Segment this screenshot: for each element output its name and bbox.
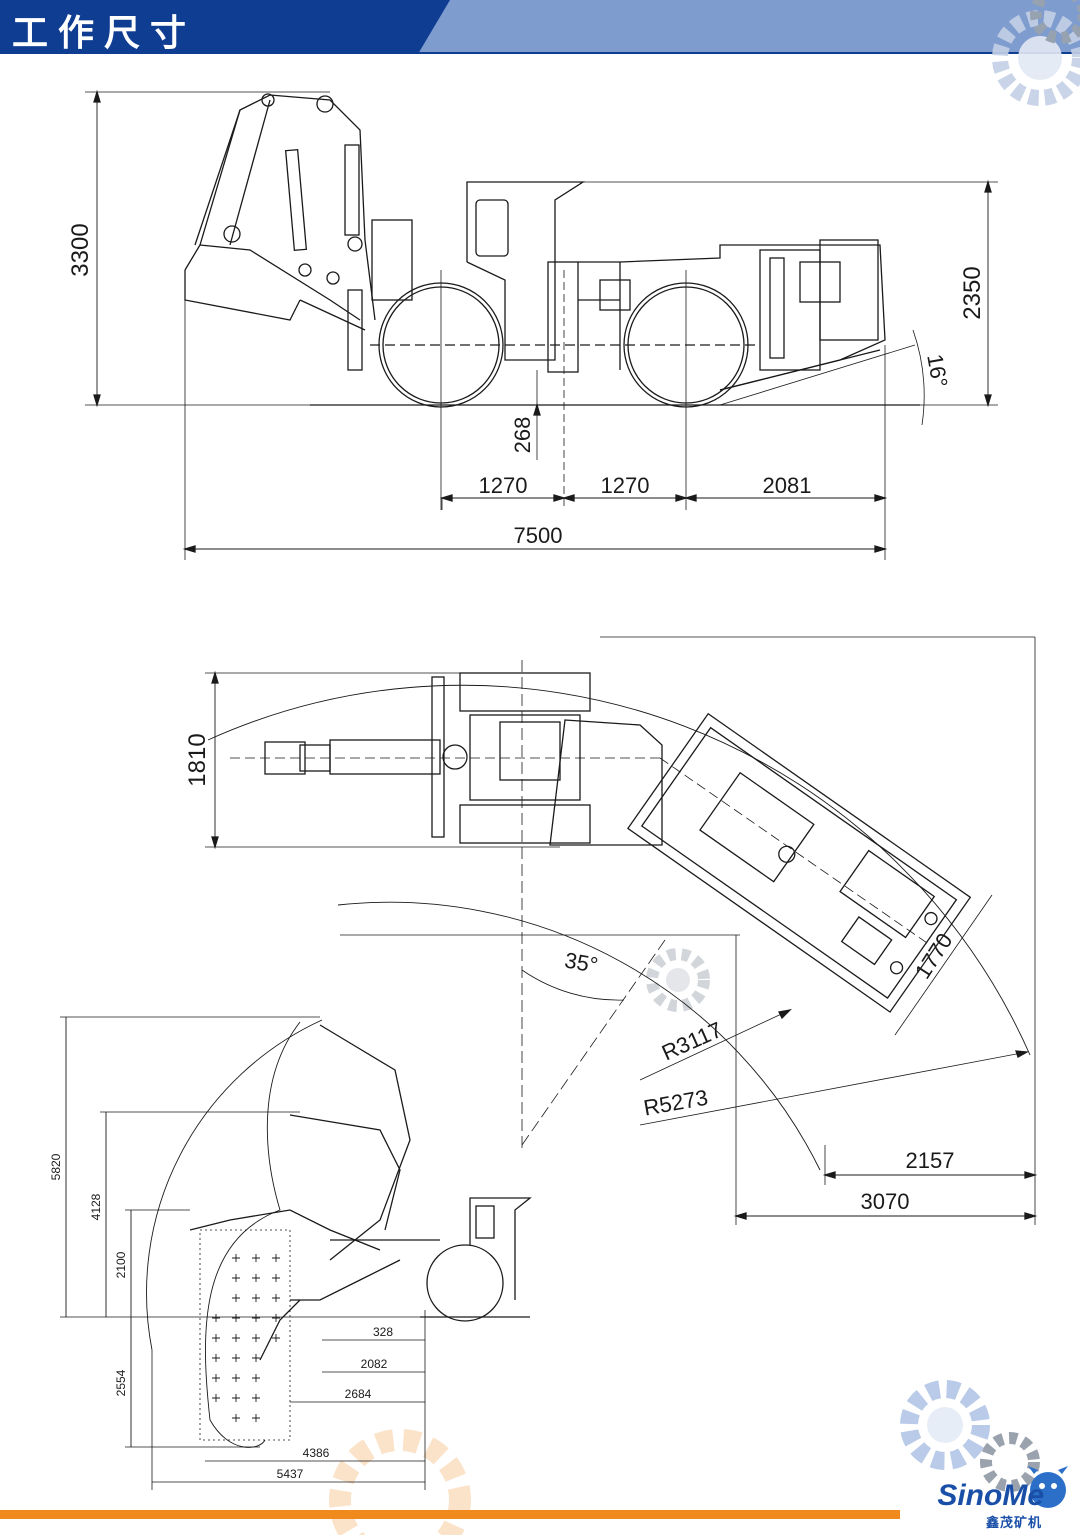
dim-4386: 4386 (303, 1446, 330, 1460)
dim-r3117: R3117 (658, 1017, 726, 1066)
gear-icon (992, 0, 1080, 106)
dim-3070: 3070 (861, 1189, 910, 1214)
dim-2554: 2554 (114, 1369, 128, 1396)
side-view (85, 89, 998, 560)
dim-268: 268 (510, 417, 535, 454)
dim-2081: 2081 (763, 473, 812, 498)
gear-icon (900, 1380, 1040, 1492)
dim-2684: 2684 (345, 1387, 372, 1401)
dim-r5273: R5273 (642, 1085, 710, 1121)
page-title: 工作尺寸 (12, 13, 197, 54)
brand-logo: SinoMe (937, 1479, 1044, 1512)
gear-icon (646, 948, 710, 1012)
footer-accent-bar (0, 1510, 900, 1519)
reach-grid (212, 1254, 280, 1422)
dim-16-deg: 16° (922, 352, 952, 389)
mascot-icon (1028, 1466, 1068, 1508)
reach-view (60, 1016, 532, 1490)
dim-4128: 4128 (89, 1193, 103, 1220)
dim-1810: 1810 (184, 733, 211, 786)
dim-5437: 5437 (277, 1467, 304, 1481)
brand-subtitle: 鑫茂矿机 (985, 1516, 1042, 1531)
dim-3300: 3300 (67, 223, 94, 276)
dim-2350: 2350 (959, 266, 986, 319)
dim-5820: 5820 (49, 1153, 63, 1180)
gear-icon (329, 1429, 471, 1535)
dim-1270-a: 1270 (479, 473, 528, 498)
dim-7500: 7500 (514, 523, 563, 548)
dim-2100: 2100 (114, 1251, 128, 1278)
dim-2157: 2157 (906, 1148, 955, 1173)
top-view (205, 636, 1038, 1225)
dim-1270-b: 1270 (601, 473, 650, 498)
header-banner (0, 0, 1080, 54)
dim-35-deg: 35° (563, 947, 600, 977)
dim-2082: 2082 (361, 1357, 388, 1371)
dim-328: 328 (373, 1325, 393, 1339)
